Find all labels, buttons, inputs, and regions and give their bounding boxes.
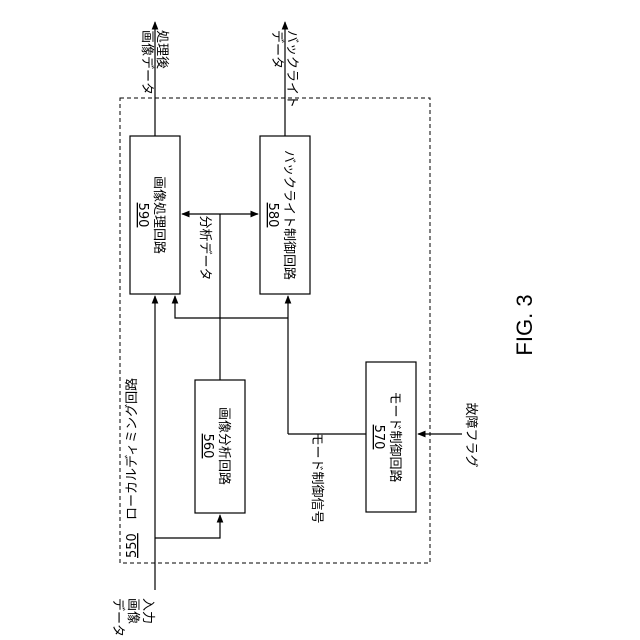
input-image-label-line-2: 画像 (125, 598, 140, 624)
backlight-data-label-group: バックライト データ (269, 30, 299, 108)
image-analysis-label: 画像分析回路 (216, 407, 232, 485)
analysis-data-label-group: 分析データ (197, 215, 213, 280)
processed-image-label-line-1: 処理後 (154, 30, 169, 69)
mode-control-number: 570 (371, 425, 386, 450)
fault-flag-label-group: 故障フラグ (463, 402, 478, 467)
fault-flag-label: 故障フラグ (463, 402, 478, 467)
processed-image-label-line-2: 画像データ (139, 30, 155, 95)
mode-control-signal-label: モード制御信号 (309, 432, 324, 523)
figure-label-group: FIG. 3 (512, 294, 537, 355)
image-processing-label: 画像処理回路 (151, 176, 167, 254)
analysis-data-label: 分析データ (197, 215, 213, 280)
backlight-data-label-line-2: データ (269, 30, 285, 69)
circuit-label: ローカルディミング回路 (124, 378, 140, 520)
input-image-label-line-3: データ (110, 598, 126, 637)
input-to-image-analysis-wire (155, 515, 220, 538)
figure-label: FIG. 3 (512, 294, 537, 355)
mode-control-signal-label-group: モード制御信号 (309, 432, 324, 523)
mode-control-label: モード制御回路 (387, 391, 403, 482)
backlight-control-label: バックライト制御回路 (281, 150, 297, 280)
backlight-control-number: 580 (265, 203, 280, 228)
circuit-number: 550 (125, 533, 140, 558)
input-image-label-group: 入力 画像 データ (110, 598, 155, 637)
input-image-label-line-1: 入力 (140, 598, 155, 624)
image-analysis-number: 560 (200, 434, 215, 459)
backlight-data-label-line-1: バックライト (284, 30, 299, 108)
mode-signal-to-image-processing-wire (175, 296, 288, 318)
processed-image-label-group: 処理後 画像データ (139, 30, 169, 95)
image-processing-number: 590 (135, 203, 150, 228)
circuit-label-group: 550 ローカルディミング回路 (124, 378, 140, 558)
